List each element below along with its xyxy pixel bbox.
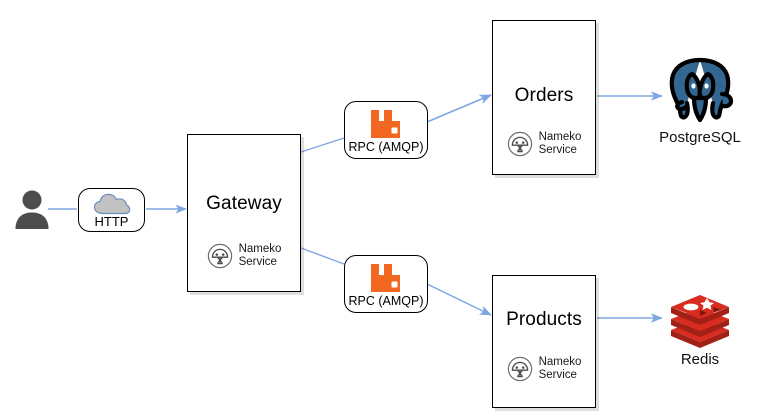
nameko-badge-line2: Service	[538, 369, 577, 381]
nameko-badge-text-gateway: Nameko Service	[239, 243, 282, 269]
protocol-box-rpc-top[interactable]: RPC (AMQP)	[344, 101, 428, 159]
protocol-label-rpc-bottom: RPC (AMQP)	[348, 294, 424, 308]
nameko-badge-line2: Service	[538, 144, 577, 156]
service-box-products[interactable]: Products Nameko Service	[492, 275, 596, 408]
protocol-label-rpc-top: RPC (AMQP)	[348, 140, 424, 154]
nameko-badge-line2: Service	[238, 256, 277, 268]
service-box-orders[interactable]: Orders Nameko Service	[492, 20, 596, 175]
rabbitmq-icon	[371, 264, 400, 292]
nameko-service-badge-gateway: Nameko Service	[188, 243, 300, 269]
nameko-icon	[207, 243, 232, 269]
wire-rpc-bottom-to-products	[426, 283, 492, 316]
user-actor	[12, 188, 52, 230]
protocol-box-http[interactable]: HTTP	[78, 188, 145, 232]
datastore-redis[interactable]: Redis	[650, 292, 750, 368]
datastore-label-redis: Redis	[680, 351, 720, 368]
cloud-icon	[93, 193, 130, 214]
service-title-products: Products	[506, 309, 582, 330]
redis-stack-icon	[671, 295, 729, 348]
service-box-gateway[interactable]: Gateway Nameko Service	[187, 134, 301, 292]
person-icon	[15, 190, 49, 229]
nameko-icon	[507, 131, 532, 157]
wire-rpc-top-to-orders	[426, 94, 492, 123]
wire-gateway-to-rpc-top	[300, 137, 345, 153]
nameko-icon	[507, 356, 532, 382]
nameko-service-badge-orders: Nameko Service	[493, 131, 595, 157]
nameko-badge-line1: Nameko	[538, 356, 582, 368]
service-title-orders: Orders	[514, 85, 574, 106]
nameko-badge-line1: Nameko	[538, 131, 582, 143]
nameko-badge-text-products: Nameko Service	[539, 356, 582, 382]
nameko-badge-text-orders: Nameko Service	[539, 131, 582, 157]
postgresql-elephant-icon	[669, 57, 734, 123]
datastore-label-postgresql: PostgreSQL	[659, 129, 741, 146]
rabbitmq-icon	[371, 110, 400, 138]
protocol-label-http: HTTP	[94, 213, 129, 229]
nameko-service-badge-products: Nameko Service	[493, 356, 595, 382]
nameko-badge-line1: Nameko	[238, 243, 282, 255]
wire-gateway-to-rpc-bottom	[300, 247, 345, 265]
datastore-postgresql[interactable]: PostgreSQL	[645, 56, 755, 146]
protocol-box-rpc-bottom[interactable]: RPC (AMQP)	[344, 255, 428, 313]
service-title-gateway: Gateway	[206, 193, 282, 214]
